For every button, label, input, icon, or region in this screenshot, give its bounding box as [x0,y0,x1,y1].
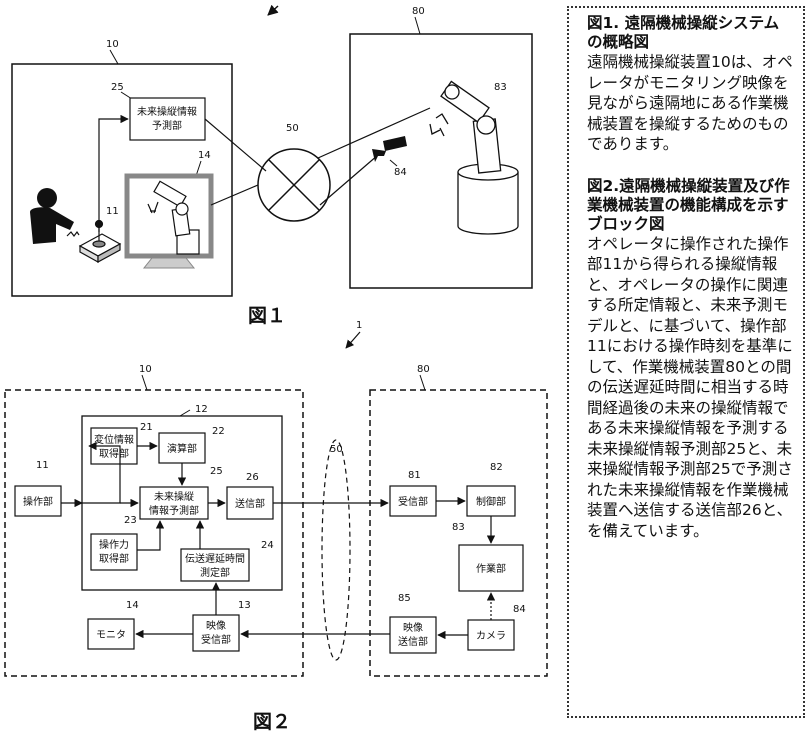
svg-text:作業部: 作業部 [476,562,506,575]
label-14-b: 14 [126,600,139,611]
svg-text:操作力: 操作力 [99,538,129,551]
label-85: 85 [398,593,411,604]
description-panel: 図1. 遠隔機械操縦システムの概略図 遠隔機械操縦装置10は、オペレータがモニタ… [567,6,805,718]
label-80-b: 80 [417,364,430,375]
label-21: 21 [140,422,153,433]
svg-text:送信部: 送信部 [398,635,428,648]
figure-2-caption: 図２ [253,711,291,733]
label-26: 26 [246,472,259,483]
svg-text:映像: 映像 [403,622,423,634]
label-11-b: 11 [36,460,49,471]
label-1: 1 [356,320,362,331]
label-83: 83 [494,82,507,93]
label-80: 80 [412,6,425,17]
future-prediction-text-1: 未来操縦情報 [137,105,197,118]
fig1-body: 遠隔機械操縦装置10は、オペレータがモニタリング映像を見ながら遠隔地にある作業機… [587,52,793,155]
svg-text:受信部: 受信部 [398,495,428,508]
label-14: 14 [198,150,211,161]
svg-text:伝送遅延時間: 伝送遅延時間 [185,552,245,565]
camera-icon [372,136,407,162]
monitor-stand [144,258,194,268]
label-10: 10 [106,39,119,50]
label-23: 23 [124,515,137,526]
svg-text:送信部: 送信部 [235,497,265,510]
operator-icon [30,188,79,244]
label-84-b: 84 [513,604,526,615]
label-13: 13 [238,600,251,611]
label-82: 82 [490,462,503,473]
device-10-dashed-box [5,390,303,676]
work-machine-box [350,34,532,288]
robot-arm-icon [430,81,518,234]
label-22: 22 [212,426,225,437]
svg-text:映像: 映像 [206,620,226,632]
network-50-ellipse [322,440,350,660]
label-24: 24 [261,540,274,551]
label-84: 84 [394,167,407,178]
svg-text:未来操縦: 未来操縦 [154,490,194,503]
svg-text:受信部: 受信部 [201,633,231,646]
svg-text:カメラ: カメラ [476,630,506,642]
future-prediction-box [130,98,205,140]
svg-text:情報予測部: 情報予測部 [149,504,199,517]
fig2-title: 図2.遠隔機械操縦装置及び作業機械装置の機能構成を示すブロック図 [587,177,793,234]
svg-text:取得部: 取得部 [99,552,129,565]
svg-text:制御部: 制御部 [476,495,506,508]
svg-text:変位情報: 変位情報 [94,433,134,446]
figure-1-caption: 図１ [248,305,286,327]
svg-text:測定部: 測定部 [200,566,230,579]
figure-2: 1 10 80 12 21 変位情報 取得部 22 演算部 25 未来操縦 情報… [5,320,547,733]
svg-text:取得部: 取得部 [99,447,129,460]
future-prediction-text-2: 予測部 [152,119,182,132]
label-11: 11 [106,206,119,217]
label-10-b: 10 [139,364,152,375]
label-25-b: 25 [210,466,223,477]
label-50: 50 [286,123,299,134]
svg-text:操作部: 操作部 [23,495,53,508]
joystick-icon [80,221,120,263]
label-25: 25 [111,82,124,93]
svg-text:演算部: 演算部 [167,442,197,455]
svg-text:モニタ: モニタ [96,629,126,641]
label-83-b: 83 [452,522,465,533]
pointer-arrow [268,6,278,15]
fig1-title: 図1. 遠隔機械操縦システムの概略図 [587,14,793,52]
figure-1: 80 10 25 未来操縦情報 予測部 14 [12,6,532,327]
label-12: 12 [195,404,208,415]
label-81: 81 [408,470,421,481]
fig2-body: オペレータに操作された操作部11から得られる操縦情報と、オペレータの操作に関連す… [587,234,793,542]
